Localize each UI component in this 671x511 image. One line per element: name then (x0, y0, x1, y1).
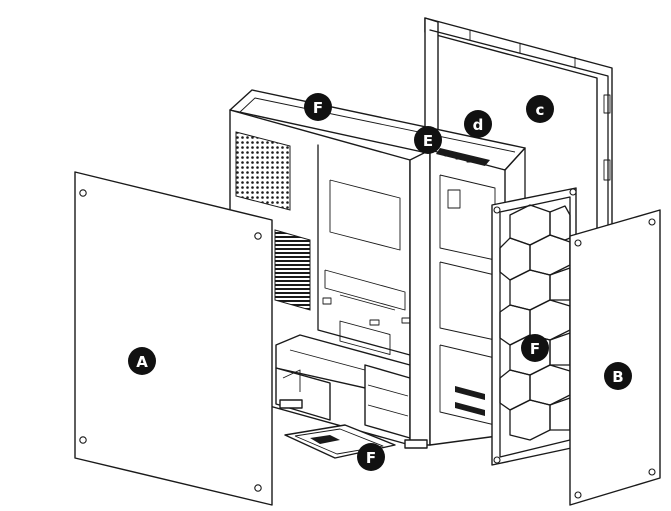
callout-f-front-label: F (530, 340, 540, 358)
callout-b: B (604, 362, 632, 390)
callout-a: A (128, 347, 156, 375)
chassis (229, 89, 526, 449)
callout-d-label: d (473, 116, 484, 134)
callout-f-top: F (304, 93, 332, 121)
callout-c: c (526, 95, 554, 123)
callout-c-label: c (536, 101, 545, 119)
callout-f-bottom: F (357, 443, 385, 471)
callout-a-label: A (136, 353, 148, 371)
callout-f-bottom-label: F (366, 449, 376, 467)
callout-e: E (414, 126, 442, 154)
callout-f-top-label: F (313, 99, 323, 117)
left-side-panel (74, 171, 273, 506)
right-side-panel (569, 209, 661, 506)
callout-b-label: B (612, 368, 623, 386)
front-filter (491, 187, 577, 466)
callout-e-label: E (423, 132, 433, 150)
callout-f-front: F (521, 334, 549, 362)
callout-d: d (464, 110, 492, 138)
